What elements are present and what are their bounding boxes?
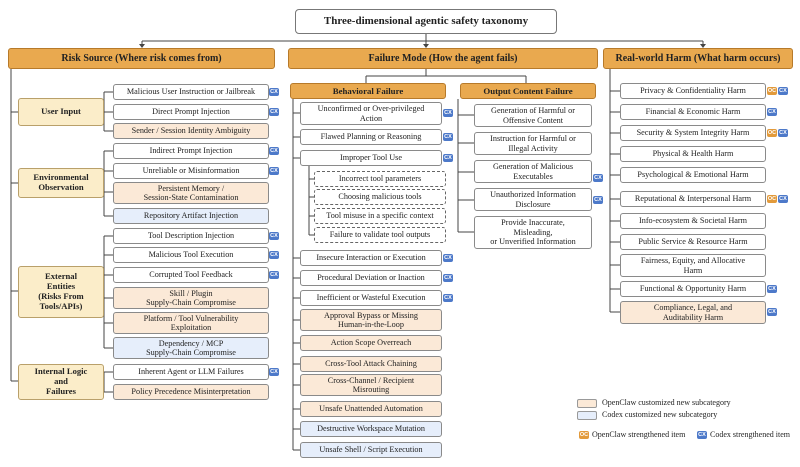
output-item: Provide Inaccurate, Misleading, or Unver… (474, 216, 592, 249)
cx-badge: CX (443, 109, 453, 117)
cx-badge: CX (778, 87, 788, 95)
behavior-item: Flawed Planning or Reasoning (300, 129, 442, 145)
tool-use-subitem: Choosing malicious tools (314, 189, 446, 205)
tool-use-subitem: Incorrect tool parameters (314, 171, 446, 187)
category-user-input: User Input (18, 98, 104, 126)
behavior-item: Procedural Deviation or Inaction (300, 270, 442, 286)
legend-cx-strength: Codex strengthened item (710, 430, 790, 439)
cx-badge: CX (767, 108, 777, 116)
cx-badge: CX (269, 232, 279, 240)
cx-badge: CX (443, 133, 453, 141)
category-internal-logic: Internal Logic and Failures (18, 364, 104, 400)
tool-use-subitem: Tool misuse in a specific context (314, 208, 446, 224)
cx-badge: CX (443, 254, 453, 262)
legend-oc-strength: OpenClaw strengthened item (592, 430, 686, 439)
cx-badge: CX (778, 129, 788, 137)
cx-badge: CX (269, 108, 279, 116)
cx-badge: CX (443, 274, 453, 282)
failure-mode-header: Failure Mode (How the agent fails) (288, 48, 598, 69)
oc-badge: OC (579, 431, 589, 439)
cx-badge: CX (269, 271, 279, 279)
output-item: Unauthorized Information Disclosure (474, 188, 592, 211)
harm-item: Info-ecosystem & Societal Harm (620, 213, 766, 229)
harm-item: Psychological & Emotional Harm (620, 167, 766, 183)
risk-item: Dependency / MCP Supply-Chain Compromise (113, 337, 269, 359)
cx-badge: CX (778, 195, 788, 203)
cx-badge: CX (443, 294, 453, 302)
legend-oc-swatch (577, 399, 597, 408)
risk-item: Corrupted Tool Feedback (113, 267, 269, 283)
cx-badge: CX (697, 431, 707, 439)
risk-item: Policy Precedence Misinterpretation (113, 384, 269, 400)
harm-item: Security & System Integrity Harm (620, 125, 766, 141)
behavior-item: Insecure Interaction or Execution (300, 250, 442, 266)
category-environmental-observation: Environmental Observation (18, 168, 104, 198)
legend-cx-new: Codex customized new subcategory (602, 410, 718, 419)
legend-oc-new: OpenClaw customized new subcategory (602, 398, 731, 407)
risk-item: Skill / Plugin Supply-Chain Compromise (113, 287, 269, 309)
harm-item: Public Service & Resource Harm (620, 234, 766, 250)
risk-item: Sender / Session Identity Ambiguity (113, 123, 269, 139)
harm-item: Functional & Opportunity Harm (620, 281, 766, 297)
cx-badge: CX (269, 88, 279, 96)
output-item: Generation of Harmful or Offensive Conte… (474, 104, 592, 127)
harm-item: Physical & Health Harm (620, 146, 766, 162)
tool-use-subitem: Failure to validate tool outputs (314, 227, 446, 243)
harm-item: Fairness, Equity, and Allocative Harm (620, 254, 766, 277)
risk-item: Platform / Tool Vulnerability Exploitati… (113, 312, 269, 334)
harm-item: Reputational & Interpersonal Harm (620, 191, 766, 207)
category-external-entities: External Entities (Risks From Tools/APIs… (18, 266, 104, 318)
output-item: Generation of Malicious Executables (474, 160, 592, 183)
behavior-item: Unsafe Shell / Script Execution (300, 442, 442, 458)
cx-badge: CX (269, 251, 279, 259)
oc-badge: OC (767, 195, 777, 203)
risk-item: Persistent Memory / Session-State Contam… (113, 182, 269, 204)
oc-badge: OC (767, 129, 777, 137)
behavior-item: Unsafe Unattended Automation (300, 401, 442, 417)
cx-badge: CX (593, 196, 603, 204)
behavior-item: Approval Bypass or Missing Human-in-the-… (300, 309, 442, 331)
risk-item: Unreliable or Misinformation (113, 163, 269, 179)
cx-badge: CX (443, 154, 453, 162)
risk-item: Direct Prompt Injection (113, 104, 269, 120)
legend-cx-swatch (577, 411, 597, 420)
oc-badge: OC (767, 87, 777, 95)
cx-badge: CX (269, 147, 279, 155)
risk-source-header: Risk Source (Where risk comes from) (8, 48, 275, 69)
behavior-item: Cross-Channel / Recipient Misrouting (300, 374, 442, 396)
risk-item: Malicious User Instruction or Jailbreak (113, 84, 269, 100)
risk-item: Inherent Agent or LLM Failures (113, 364, 269, 380)
harm-item: Privacy & Confidentiality Harm (620, 83, 766, 99)
cx-badge: CX (767, 308, 777, 316)
cx-badge: CX (593, 174, 603, 182)
behavior-item: Inefficient or Wasteful Execution (300, 290, 442, 306)
behavior-item: Destructive Workspace Mutation (300, 421, 442, 437)
risk-item: Indirect Prompt Injection (113, 143, 269, 159)
page-title: Three-dimensional agentic safety taxonom… (295, 9, 557, 34)
output-item: Instruction for Harmful or Illegal Activ… (474, 132, 592, 155)
behavior-item: Unconfirmed or Over-privileged Action (300, 102, 442, 125)
behavior-item: Cross-Tool Attack Chaining (300, 356, 442, 372)
behavioral-failure-header: Behavioral Failure (290, 83, 446, 99)
cx-badge: CX (767, 285, 777, 293)
behavior-item: Action Scope Overreach (300, 335, 442, 351)
harm-item: Compliance, Legal, and Auditability Harm (620, 301, 766, 324)
harm-item: Financial & Economic Harm (620, 104, 766, 120)
risk-item: Malicious Tool Execution (113, 247, 269, 263)
output-failure-header: Output Content Failure (460, 83, 596, 99)
behavior-item: Improper Tool Use (300, 150, 442, 166)
cx-badge: CX (269, 368, 279, 376)
risk-item: Repository Artifact Injection (113, 208, 269, 224)
risk-item: Tool Description Injection (113, 228, 269, 244)
harm-header: Real-world Harm (What harm occurs) (603, 48, 793, 69)
cx-badge: CX (269, 167, 279, 175)
